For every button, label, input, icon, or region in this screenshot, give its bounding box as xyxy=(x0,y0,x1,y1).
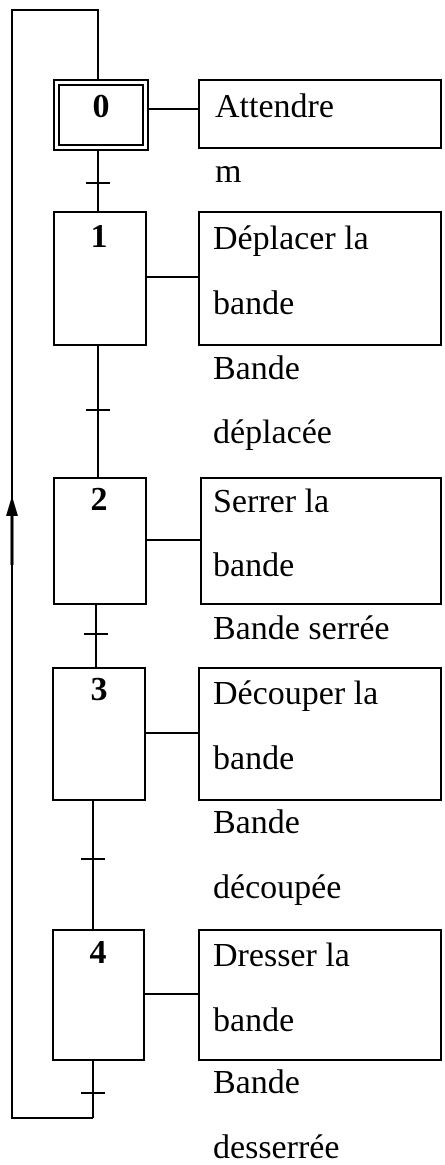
transition-condition-3-line2: découpée xyxy=(213,869,341,906)
action-text-1-line2: bande xyxy=(213,285,294,322)
action-text-3-line2: bande xyxy=(213,740,294,777)
action-text-4-line1: Dresser la xyxy=(213,937,350,974)
action-text-4-line2: bande xyxy=(213,1002,294,1039)
step-number-3: 3 xyxy=(91,671,108,708)
action-box-4 xyxy=(198,929,442,1061)
step-number-0: 0 xyxy=(93,88,110,125)
action-box-2 xyxy=(200,477,442,605)
transition-condition-4-line1: Bande xyxy=(213,1064,300,1101)
step-box-0-inner xyxy=(58,84,144,146)
action-box-1 xyxy=(198,211,442,346)
step-number-1: 1 xyxy=(91,218,108,255)
step-number-4: 4 xyxy=(90,934,107,971)
transition-condition-2: Bande serrée xyxy=(213,610,390,647)
step-number-2: 2 xyxy=(91,481,108,518)
action-text-2-line2: bande xyxy=(213,547,294,584)
transition-condition-4-line2: desserrée xyxy=(213,1129,339,1165)
action-text-1-line1: Déplacer la xyxy=(213,220,369,257)
action-box-0 xyxy=(198,79,442,149)
action-text-3-line1: Découper la xyxy=(213,675,378,712)
action-text-0: Attendre xyxy=(215,88,334,125)
action-text-2-line1: Serrer la xyxy=(213,483,329,520)
up-arrow-head xyxy=(6,496,18,516)
step-box-4 xyxy=(52,929,145,1061)
loop-return-line xyxy=(11,9,99,1119)
step-box-0-outer xyxy=(53,79,149,151)
transition-condition-0: m xyxy=(215,153,241,190)
transition-condition-1-line1: Bande xyxy=(213,350,300,387)
transition-condition-1-line2: déplacée xyxy=(213,414,332,451)
step-box-3 xyxy=(52,667,146,801)
transition-condition-3-line1: Bande xyxy=(213,804,300,841)
step-box-1 xyxy=(53,211,147,346)
step-box-2 xyxy=(53,477,147,605)
action-box-3 xyxy=(198,667,442,801)
